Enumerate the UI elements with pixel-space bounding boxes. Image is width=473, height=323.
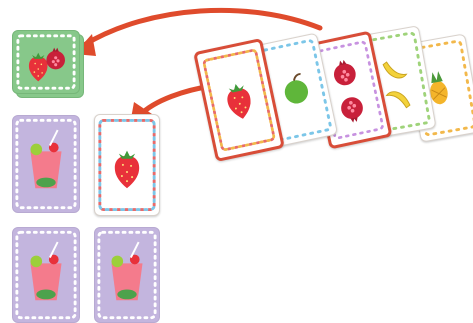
smoothie-card-2[interactable] (12, 227, 80, 323)
strawberry-icon (224, 82, 254, 122)
banana-icon (386, 89, 410, 110)
pomegranate-icon (46, 48, 65, 70)
apple-icon (282, 73, 311, 106)
strawberry-card[interactable] (94, 114, 160, 216)
smoothie-art (13, 116, 79, 212)
banana-icon (383, 59, 407, 80)
pomegranate-icon (331, 58, 358, 87)
smoothie-card-1[interactable] (12, 115, 80, 213)
collected-pile-art (13, 31, 79, 93)
pomegranate-icon (339, 95, 366, 124)
smoothie-art (13, 228, 79, 322)
smoothie-card-3[interactable] (94, 227, 160, 323)
strawberry-icon (115, 151, 139, 189)
strawberry-card-art (95, 115, 159, 215)
collected-pile[interactable] (12, 30, 80, 94)
smoothie-art (95, 228, 159, 322)
strawberry-icon (29, 53, 48, 82)
